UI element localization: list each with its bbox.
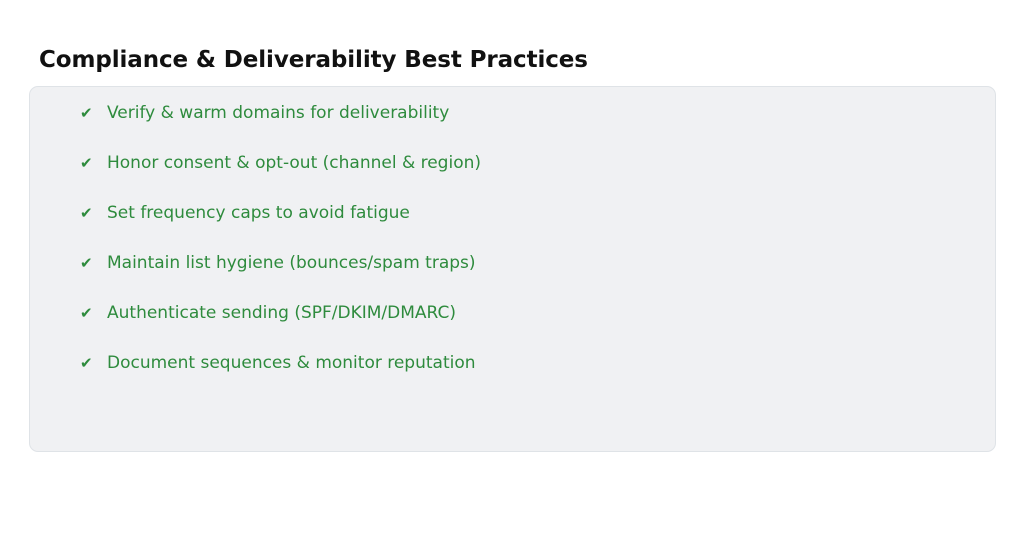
list-item-label: Set frequency caps to avoid fatigue [107,203,410,223]
list-item: ✔ Maintain list hygiene (bounces/spam tr… [80,251,476,275]
list-item-label: Document sequences & monitor reputation [107,353,476,373]
check-icon: ✔ [80,304,93,322]
check-icon: ✔ [80,204,93,222]
best-practices-panel: ✔ Verify & warm domains for deliverabili… [29,86,996,452]
list-item: ✔ Document sequences & monitor reputatio… [80,351,476,375]
list-item: ✔ Set frequency caps to avoid fatigue [80,201,410,225]
check-icon: ✔ [80,154,93,172]
check-icon: ✔ [80,354,93,372]
check-icon: ✔ [80,254,93,272]
list-item-label: Maintain list hygiene (bounces/spam trap… [107,253,476,273]
page-title: Compliance & Deliverability Best Practic… [39,47,588,73]
list-item: ✔ Authenticate sending (SPF/DKIM/DMARC) [80,301,456,325]
list-item-label: Authenticate sending (SPF/DKIM/DMARC) [107,303,457,323]
list-item-label: Verify & warm domains for deliverability [107,103,450,123]
list-item: ✔ Honor consent & opt-out (channel & reg… [80,151,481,175]
list-item: ✔ Verify & warm domains for deliverabili… [80,101,449,125]
check-icon: ✔ [80,104,93,122]
list-item-label: Honor consent & opt-out (channel & regio… [107,153,482,173]
